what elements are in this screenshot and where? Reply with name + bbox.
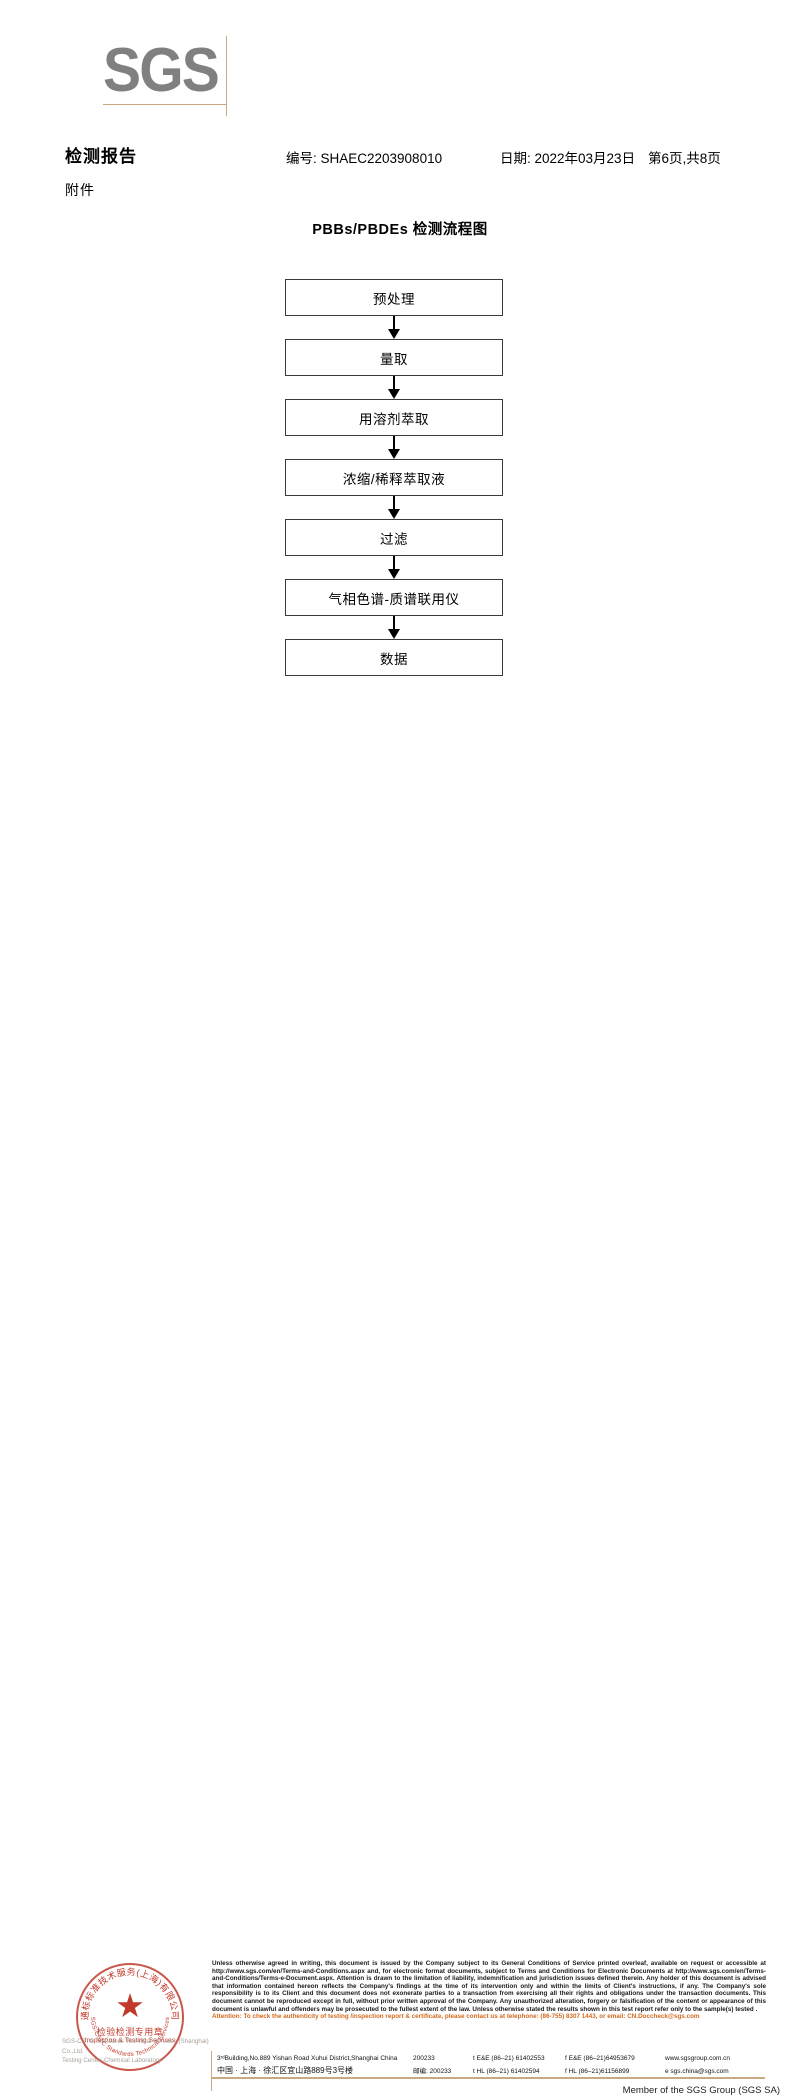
flow-step-box: 量取 bbox=[285, 339, 503, 376]
flow-step-box: 浓缩/稀释萃取液 bbox=[285, 459, 503, 496]
seal-entity-name: SGS-CSTC Standards Technical Services (S… bbox=[62, 2037, 222, 2066]
flow-arrow-down-icon bbox=[285, 616, 503, 639]
flow-step-box: 预处理 bbox=[285, 279, 503, 316]
seal-entity-line2: Testing Center-Chemical Laboratory. bbox=[62, 2057, 163, 2064]
zipcode-en: 200233 bbox=[413, 2055, 435, 2062]
flow-arrow-down-icon bbox=[285, 316, 503, 339]
flowchart-title: PBBs/PBDEs 检测流程图 bbox=[312, 222, 488, 238]
legal-body-text: Unless otherwise agreed in writing, this… bbox=[212, 1960, 766, 2013]
address-line-en: 3ʳᵈBuilding,No.889 Yishan Road Xuhui Dis… bbox=[217, 2055, 398, 2062]
website-url: www.sgsgroup.com.cn bbox=[665, 2055, 731, 2062]
document-logo-header: SGS bbox=[0, 0, 800, 130]
telephone-cn: t HL (86–21) 61402594 bbox=[473, 2068, 540, 2075]
legal-attention-text: Attention: To check the authenticity of … bbox=[212, 2013, 700, 2021]
page-title: 检测报告 bbox=[65, 147, 137, 166]
logo-vertical-rule bbox=[226, 36, 227, 116]
flow-arrow-down-icon bbox=[285, 436, 503, 459]
flowchart: 预处理 量取 用溶剂萃取 浓缩/稀释萃取液 过滤 气相色谱-质谱联用仪 数据 bbox=[285, 279, 503, 676]
flow-step-box: 数据 bbox=[285, 639, 503, 676]
email-address: e sgs.china@sgs.com bbox=[665, 2068, 729, 2075]
legal-disclaimer: Unless otherwise agreed in writing, this… bbox=[212, 1960, 766, 2021]
seal-entity-line1: SGS-CSTC Standards Technical Services (S… bbox=[62, 2038, 209, 2055]
page-indicator: 第6页,共8页 bbox=[648, 151, 721, 166]
sgs-logo: SGS bbox=[103, 36, 220, 105]
sgs-group-member-note: Member of the SGS Group (SGS SA) bbox=[622, 2085, 780, 2096]
telephone-en: t E&E (86–21) 61402553 bbox=[473, 2055, 545, 2062]
seal-star-icon: ★ bbox=[115, 1987, 145, 2024]
report-date: 日期: 2022年03月23日 bbox=[500, 151, 636, 166]
company-address-block: 3ʳᵈBuilding,No.889 Yishan Road Xuhui Dis… bbox=[217, 2053, 777, 2077]
logo-horizontal-rule bbox=[103, 104, 227, 105]
report-number: 编号: SHAEC2203908010 bbox=[286, 151, 443, 166]
address-horizontal-rule bbox=[211, 2077, 765, 2079]
fax-en: f E&E (86–21)64953679 bbox=[565, 2055, 635, 2062]
flow-step-box: 过滤 bbox=[285, 519, 503, 556]
page-subtitle-attachment: 附件 bbox=[65, 182, 95, 198]
flow-arrow-down-icon bbox=[285, 496, 503, 519]
flow-arrow-down-icon bbox=[285, 556, 503, 579]
fax-cn: f HL (86–21)61156899 bbox=[565, 2068, 630, 2075]
flow-step-box: 用溶剂萃取 bbox=[285, 399, 503, 436]
flow-step-box: 气相色谱-质谱联用仪 bbox=[285, 579, 503, 616]
document-footer: 通标标准技术服务(上海)有限公司 SGS-CSTC Standards Tech… bbox=[0, 975, 800, 2096]
address-line-cn: 中国 · 上海 · 徐汇区宜山路889号3号楼 bbox=[217, 2066, 354, 2075]
address-row-english: 3ʳᵈBuilding,No.889 Yishan Road Xuhui Dis… bbox=[217, 2053, 777, 2065]
zipcode-cn: 邮编: 200233 bbox=[413, 2068, 452, 2075]
flow-arrow-down-icon bbox=[285, 376, 503, 399]
address-row-chinese: 中国 · 上海 · 徐汇区宜山路889号3号楼 邮编: 200233 t HL … bbox=[217, 2065, 777, 2077]
